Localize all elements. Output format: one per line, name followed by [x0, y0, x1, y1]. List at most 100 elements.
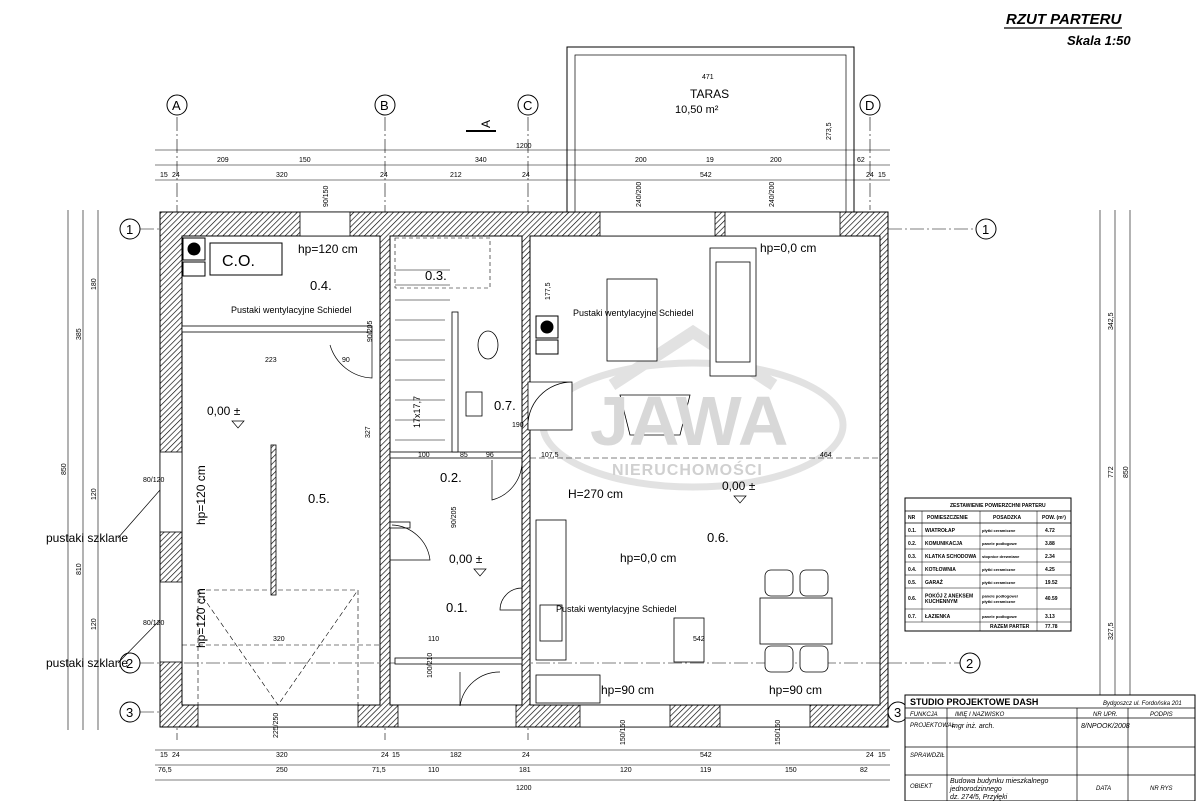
table-total-label: RAZEM PARTER — [990, 624, 1030, 630]
dim-interior: 107,5 — [541, 452, 559, 459]
dim-top-1: 209 — [217, 157, 229, 164]
table-total-value: 77.78 — [1045, 624, 1058, 630]
drawing-scale: Skala 1:50 — [1067, 33, 1131, 48]
axis-label-1-left: 1 — [126, 222, 133, 237]
axis-label-2-left: 2 — [126, 656, 133, 671]
tb-license: 8/NPOOK/2008 — [1081, 723, 1130, 730]
terrace-dim-width: 471 — [702, 74, 714, 81]
top-dimension-lines — [155, 149, 890, 781]
dim-door: 90/205 — [451, 506, 458, 528]
dim-bottom-2: 76,5 — [158, 767, 172, 774]
table-cell: 40.59 — [1045, 596, 1058, 602]
section-mark: A — [466, 120, 496, 132]
dim-window: 240/200 — [636, 182, 643, 207]
table-cell: GARAŻ — [925, 579, 943, 586]
table-title: ZESTAWIENIE POWIERZCHNI PARTERU — [950, 503, 1046, 509]
dim-bottom-1: 15 — [392, 752, 400, 759]
dim-interior: 85 — [460, 452, 468, 459]
svg-text:A: A — [479, 120, 493, 128]
dim-bottom-1: 24 — [522, 752, 530, 759]
terrace-area: 10,50 m² — [675, 104, 719, 116]
dim-window: 80/120 — [143, 477, 165, 484]
dim-top-1: 150 — [299, 157, 311, 164]
note-room-height: H=270 cm — [568, 487, 623, 501]
room-label-0-6: 0.6. — [707, 530, 729, 545]
room-label-0-2: 0.2. — [440, 470, 462, 485]
table-cell: WIATROŁAP — [925, 528, 956, 534]
dim-bottom-2: 110 — [428, 767, 439, 774]
table-cell: płytki ceramiczne — [982, 528, 1016, 533]
tb-drawing-label: NR RYS — [1150, 786, 1172, 792]
garage-door-outline — [182, 589, 380, 706]
watermark-logo: JAWA NIERUCHOMOŚCI — [590, 382, 788, 479]
watermark-subtitle: NIERUCHOMOŚCI — [612, 460, 763, 479]
room-label-0-5: 0.5. — [308, 491, 330, 506]
dim-interior: 177,5 — [545, 282, 552, 300]
note-sill-height: hp=90 cm — [769, 683, 822, 697]
table-cell: 0.4. — [908, 567, 917, 573]
axis-bubbles — [119, 94, 997, 723]
table-cell: 0.5. — [908, 580, 917, 586]
table-header: POW. (m²) — [1042, 515, 1066, 521]
dim-window: 240/200 — [769, 182, 776, 207]
room-label-0-1: 0.1. — [446, 600, 468, 615]
garage-drain — [270, 444, 277, 596]
table-header: NR — [908, 515, 916, 521]
dim-bottom-1: 24 — [172, 752, 180, 759]
note-ventilation: Pustaki wentylacyjne Schiedel — [231, 305, 352, 315]
dim-interior: 190 — [512, 422, 524, 429]
dim-window: 90/150 — [323, 185, 330, 207]
dim-top-2: 24 — [172, 172, 180, 179]
dim-top-2: 15 — [878, 172, 886, 179]
note-ventilation: Pustaki wentylacyjne Schiedel — [556, 604, 677, 614]
tb-object-desc: dz. 274/5, Przyłęki — [950, 794, 1008, 801]
note-sill-height: hp=120 cm — [194, 465, 208, 525]
terrace-name: TARAS — [690, 87, 729, 101]
dim-bottom-2: 181 — [519, 767, 531, 774]
table-cell: panele podłogowe — [982, 614, 1018, 619]
studio-name: STUDIO PROJEKTOWE DASH — [910, 697, 1038, 707]
tb-col-function: FUNKCJA — [910, 712, 938, 718]
table-cell: 2.34 — [1045, 554, 1055, 560]
dim-interior: 327 — [365, 426, 372, 438]
axis-label-2-right: 2 — [966, 656, 973, 671]
tb-col-sign: PODPIS — [1150, 712, 1173, 718]
table-cell: płytki ceramiczne — [982, 567, 1016, 572]
dim-bottom-2: 120 — [620, 767, 632, 774]
dim-left: 120 — [91, 488, 98, 500]
dim-interior: 100 — [418, 452, 430, 459]
boiler — [209, 242, 283, 276]
dim-left: 180 — [91, 278, 98, 290]
side-dimension-lines — [67, 210, 1131, 730]
dim-interior: 96 — [486, 452, 494, 459]
dim-right: 772 — [1108, 466, 1115, 478]
dim-bottom-2: 82 — [860, 767, 868, 774]
dim-right: 327,5 — [1108, 622, 1115, 640]
dim-bottom-2: 119 — [700, 767, 711, 774]
room-label-co: C.O. — [222, 253, 255, 270]
room-label-0-7: 0.7. — [494, 398, 516, 413]
table-header: POSADZKA — [993, 515, 1021, 521]
terrace: TARAS 10,50 m² 471 273,5 — [566, 46, 855, 216]
note-sill-height: hp=0,0 cm — [760, 241, 816, 255]
axis-label-3-right: 3 — [894, 705, 901, 720]
dim-top-2: 320 — [276, 172, 288, 179]
level-mark-hall: 0,00 ± — [449, 552, 483, 566]
dim-door: 90/205 — [367, 320, 374, 342]
walls — [159, 211, 889, 728]
table-cell: 4.72 — [1045, 528, 1055, 534]
room-schedule-table: ZESTAWIENIE POWIERZCHNI PARTERU NR POMIE… — [904, 497, 1072, 632]
dim-top-2: 24 — [866, 172, 874, 179]
dim-bottom-1: 320 — [276, 752, 288, 759]
dim-interior: 464 — [820, 452, 832, 459]
dim-window: 150/150 — [620, 720, 627, 745]
dim-bottom-2: 150 — [785, 767, 797, 774]
table-cell: 0.3. — [908, 554, 917, 560]
dim-bottom-1: 182 — [450, 752, 462, 759]
table-cell: 19.52 — [1045, 580, 1058, 586]
dim-left: 120 — [91, 618, 98, 630]
dim-right: 850 — [1123, 466, 1130, 478]
dim-bottom-2: 250 — [276, 767, 288, 774]
